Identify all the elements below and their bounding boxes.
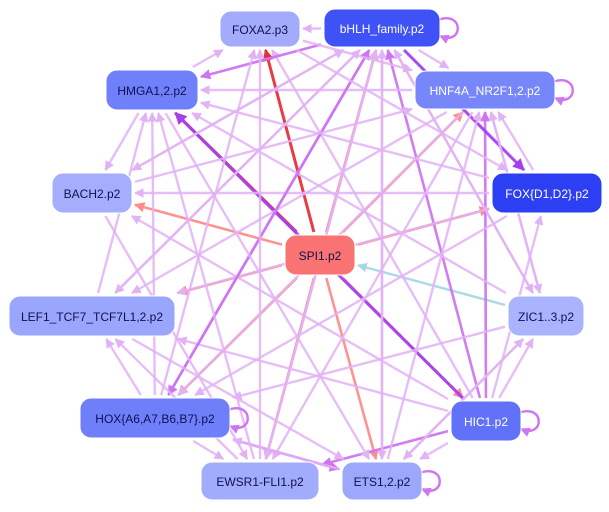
self-loop-ets: [419, 470, 441, 497]
node-label: LEF1_TCF7_TCF7L1,2.p2: [21, 310, 163, 324]
self-loop-bhlh: [437, 17, 459, 44]
node-label: FOXA2.p3: [232, 23, 288, 37]
edge-bhlh-to-hnf4a: [417, 48, 450, 70]
edge-hnf4a-to-lef1: [131, 110, 448, 295]
edge-fox-to-hnf4a: [497, 111, 535, 171]
edge-hnf4a-to-ewsr1: [271, 111, 474, 460]
node-ets[interactable]: ETS1,2.p2: [341, 461, 423, 501]
node-foxa2[interactable]: FOXA2.p3: [219, 10, 301, 48]
node-box: [414, 70, 556, 110]
edge-ets-to-zic: [403, 338, 524, 460]
edge-hmga-to-foxa2: [192, 48, 224, 69]
edge-ets-to-hnf4a: [386, 111, 482, 460]
node-hnf4a[interactable]: HNF4A_NR2F1,2.p2: [414, 70, 556, 110]
edge-foxa2-to-fox: [296, 48, 508, 172]
edge-hic1-to-zic: [498, 338, 534, 399]
node-fox[interactable]: FOX{D1,D2}.p2: [491, 172, 603, 214]
node-box: [341, 461, 423, 501]
edge-zic-to-hox: [232, 325, 506, 401]
node-box: [105, 69, 199, 111]
node-bhlh[interactable]: bHLH_family.p2: [323, 8, 441, 48]
edge-foxa2-to-hnf4a: [302, 39, 413, 73]
edge-hox-to-ewsr1: [192, 439, 225, 461]
node-label: BACH2.p2: [64, 187, 121, 201]
node-label: ZIC1..3.p2: [518, 310, 574, 324]
node-label: SPI1.p2: [299, 249, 342, 263]
node-label: FOX{D1,D2}.p2: [505, 187, 589, 201]
node-zic[interactable]: ZIC1..3.p2: [507, 295, 585, 337]
node-ewsr1[interactable]: EWSR1-FLI1.p2: [200, 461, 320, 501]
edge-lef1-to-bhlh: [114, 49, 361, 294]
node-label: EWSR1-FLI1.p2: [216, 475, 304, 489]
node-label: bHLH_family.p2: [340, 22, 425, 36]
edge-fox-to-hmga: [200, 100, 490, 180]
edge-hic1-to-foxa2: [271, 49, 474, 399]
node-box: [284, 234, 356, 276]
edge-hic1-to-ets: [419, 441, 449, 461]
node-box: [79, 397, 231, 439]
node-hox[interactable]: HOX{A6,A7,B6,B7}.p2: [79, 397, 231, 439]
node-label: HMGA1,2.p2: [117, 84, 187, 98]
self-loop-hic1: [518, 410, 540, 437]
self-loop-hnf4a: [552, 79, 574, 106]
edge-hic1-to-ewsr1: [320, 429, 449, 468]
node-box: [200, 461, 320, 501]
edge-spi1-to-ets: [325, 277, 379, 461]
node-lef1[interactable]: LEF1_TCF7_TCF7L1,2.p2: [8, 295, 176, 337]
node-label: HIC1.p2: [464, 415, 508, 429]
node-label: HNF4A_NR2F1,2.p2: [430, 84, 541, 98]
edge-fox-to-hox: [194, 214, 508, 397]
edge-bach2-to-bhlh: [131, 48, 345, 172]
self-loop-hox: [227, 407, 249, 434]
self-loop-layer: [227, 17, 574, 497]
node-box: [507, 295, 585, 337]
node-label: ETS1,2.p2: [354, 475, 411, 489]
edge-hmga-to-ets: [164, 112, 371, 460]
edge-bhlh-to-fox: [402, 48, 526, 172]
edge-hic1-to-hnf4a: [479, 110, 491, 399]
edge-hmga-to-bach2: [104, 112, 140, 171]
node-box: [51, 172, 133, 214]
node-spi1[interactable]: SPI1.p2: [284, 234, 356, 276]
node-label: HOX{A6,A7,B6,B7}.p2: [95, 412, 215, 426]
edge-spi1-to-bach2: [133, 202, 283, 246]
node-box: [323, 8, 441, 48]
node-box: [219, 10, 301, 48]
edge-hox-to-bhlh: [167, 49, 371, 396]
edge-hox-to-lef1: [105, 338, 142, 396]
edge-lef1-to-ets: [131, 337, 345, 461]
node-box: [450, 400, 522, 442]
edge-hic1-to-bach2: [130, 214, 449, 401]
node-bach2[interactable]: BACH2.p2: [51, 172, 133, 214]
node-hic1[interactable]: HIC1.p2: [450, 400, 522, 442]
node-hmga[interactable]: HMGA1,2.p2: [105, 69, 199, 111]
node-box: [491, 172, 603, 214]
edge-zic-to-hmga: [191, 111, 507, 295]
node-box: [8, 295, 176, 337]
edge-bach2-to-hnf4a: [134, 106, 413, 183]
